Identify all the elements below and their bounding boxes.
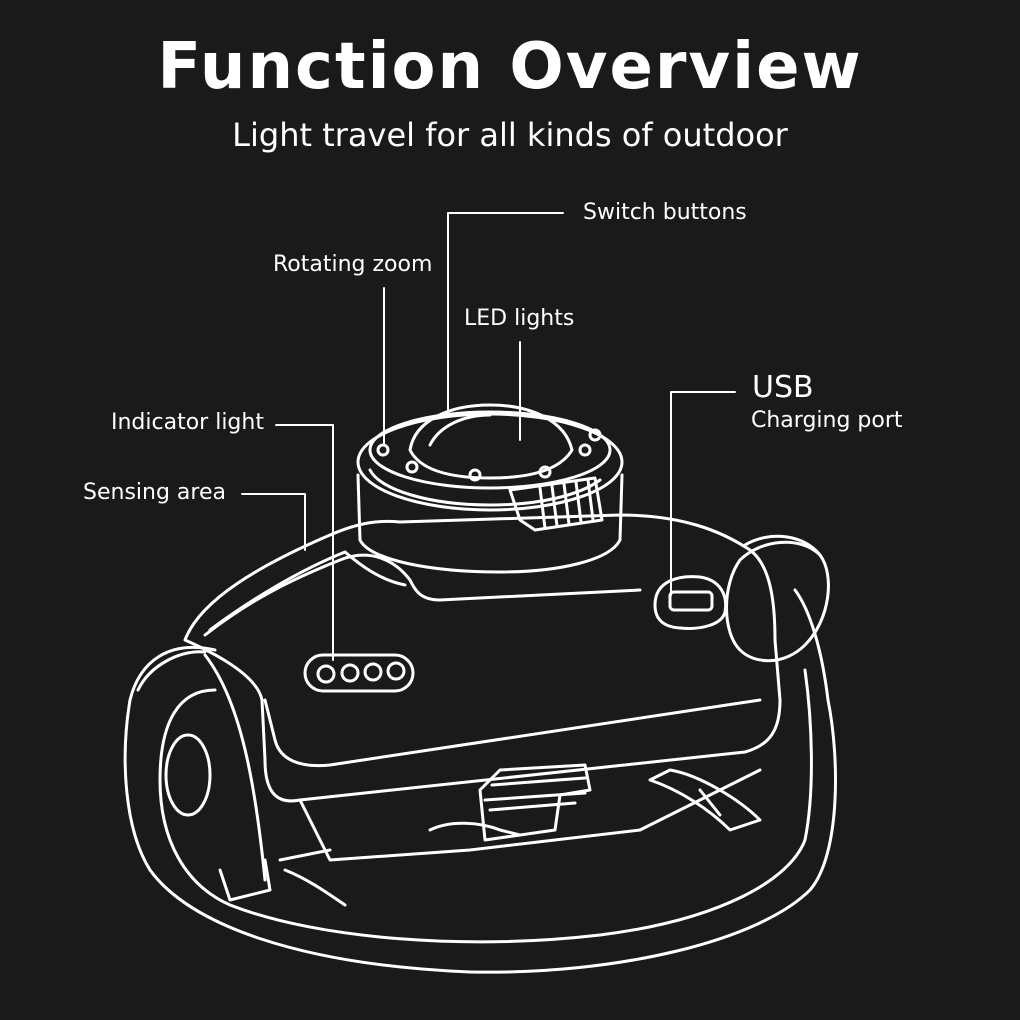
usb-cover-cap [725, 540, 830, 663]
page-subtitle: Light travel for all kinds of outdoor [232, 116, 788, 154]
indicator-light-leader [275, 424, 334, 661]
sensing-area-recess [208, 550, 407, 632]
label-sensing-area: Sensing area [83, 480, 226, 505]
indicator-dot-4 [386, 661, 406, 681]
rotating-zoom-ring [368, 410, 612, 490]
zoom-dot-4 [538, 465, 552, 479]
lamp-body [183, 513, 782, 803]
indicator-dot-3 [363, 662, 383, 682]
zoom-dot-1 [376, 443, 390, 457]
left-strap-clip [203, 653, 267, 882]
headband-inner-outline [158, 668, 813, 944]
lamp-head-base [356, 473, 624, 574]
indicator-dot-1 [316, 664, 336, 684]
led-dome [408, 403, 574, 480]
label-rotating-zoom: Rotating zoom [273, 252, 433, 277]
left-rivet [164, 733, 212, 817]
sensing-area-leader [241, 493, 306, 551]
label-indicator-light: Indicator light [111, 410, 264, 435]
zoom-dot-2 [405, 460, 419, 474]
label-charging-port: Charging port [751, 408, 903, 433]
zoom-dot-6 [588, 428, 602, 442]
label-usb: USB [752, 370, 814, 405]
lamp-head-rim [356, 412, 624, 512]
zoom-dot-3 [468, 468, 482, 482]
usb-port [668, 590, 714, 612]
usb-port-housing [653, 575, 728, 630]
indicator-light-panel [303, 653, 415, 693]
page-title: Function Overview [157, 30, 863, 104]
usb-leader [670, 391, 736, 596]
indicator-dot-2 [340, 663, 360, 683]
headband-outline [123, 588, 837, 974]
switch-buttons-leader [447, 212, 564, 416]
label-led-lights: LED lights [464, 306, 575, 331]
label-switch-buttons: Switch buttons [583, 200, 747, 225]
zoom-dot-5 [578, 443, 592, 457]
